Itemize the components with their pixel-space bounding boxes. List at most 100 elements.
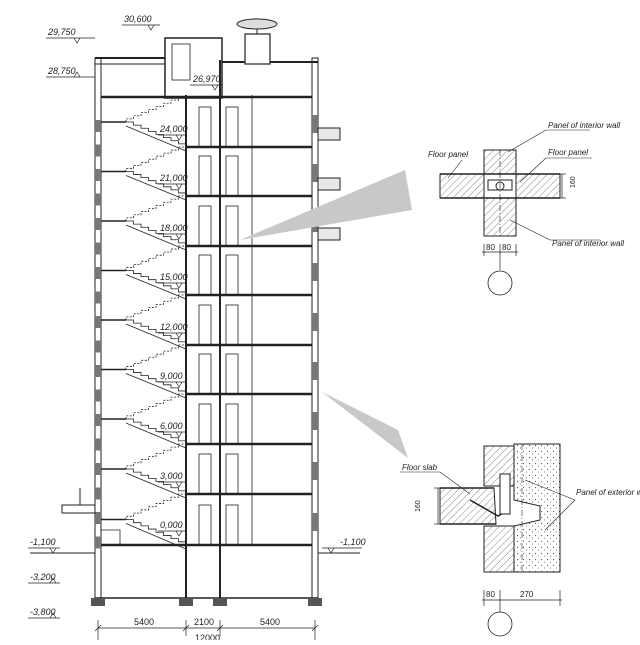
door xyxy=(225,504,239,546)
balcony xyxy=(317,177,341,191)
window xyxy=(95,169,101,181)
door xyxy=(225,254,239,296)
vent-shaft xyxy=(244,33,271,65)
window xyxy=(312,513,318,531)
dim-interior-b: 80 xyxy=(502,243,511,252)
level-floor-arrow xyxy=(175,233,183,240)
detail-exterior-joint xyxy=(400,443,576,637)
window xyxy=(95,340,101,353)
level-ground-left: -1,100 xyxy=(30,537,56,547)
door xyxy=(225,453,239,495)
dim-total: 12000 xyxy=(195,633,220,640)
level-top-ceiling: 26,970 xyxy=(192,74,221,84)
callout-wedge-exterior xyxy=(322,392,408,458)
stair-flight xyxy=(126,319,187,345)
stair-stringer xyxy=(125,125,187,152)
level-floor-arrow xyxy=(175,134,183,141)
stair-flight-upper xyxy=(125,344,186,370)
door xyxy=(225,106,239,148)
level-foundation: -3,800 xyxy=(30,607,56,617)
entrance-canopy xyxy=(61,504,96,514)
dim-span-3: 5400 xyxy=(260,617,280,627)
door xyxy=(198,453,212,495)
level-floor-6: 6,000 xyxy=(160,421,183,431)
dim-exterior-b: 270 xyxy=(520,590,534,599)
footing xyxy=(91,598,105,606)
stair-stringer xyxy=(125,422,187,449)
window xyxy=(95,365,101,377)
level-basement: -3,200 xyxy=(30,572,56,582)
stair-stringer xyxy=(125,224,187,251)
window xyxy=(312,362,318,380)
door xyxy=(198,254,212,296)
door xyxy=(225,205,239,247)
stair-stringer xyxy=(125,175,187,201)
stair-flight xyxy=(126,369,187,394)
window xyxy=(95,120,101,132)
stair-flight xyxy=(126,519,187,545)
stair-flight-upper xyxy=(125,294,186,320)
door xyxy=(198,106,212,148)
level-floor-2: 18,000 xyxy=(160,223,188,233)
window xyxy=(312,115,318,133)
axis-marker-interior xyxy=(487,270,513,296)
detail-interior-joint xyxy=(439,129,600,296)
level-parapet: 29,750 xyxy=(47,27,76,37)
stair-flight xyxy=(126,270,187,295)
window xyxy=(95,512,101,524)
door xyxy=(198,353,212,395)
building-section xyxy=(30,18,360,606)
level-floor-arrow xyxy=(175,332,183,339)
window xyxy=(95,414,101,426)
door xyxy=(225,304,239,346)
door xyxy=(198,403,212,445)
door xyxy=(198,155,212,197)
door xyxy=(198,304,212,346)
dim-interior-height: 160 xyxy=(570,176,577,188)
level-floor-3: 15,000 xyxy=(160,272,188,282)
label-floor-slab: Floor slab xyxy=(402,463,438,472)
stair-stringer xyxy=(125,472,187,499)
level-floor-arrow xyxy=(175,530,183,537)
label-floor-panel-right: Floor panel xyxy=(548,148,588,157)
stair-stringer xyxy=(125,323,187,350)
window xyxy=(95,267,101,279)
headhouse-door xyxy=(171,43,191,81)
window xyxy=(95,487,101,500)
window xyxy=(312,263,318,281)
doors xyxy=(198,106,239,546)
footing xyxy=(213,598,227,606)
level-ground-right: -1,100 xyxy=(340,537,366,547)
vent-cap xyxy=(236,18,278,30)
label-panel-exterior: Panel of exterior wall xyxy=(576,488,640,497)
dim-span-2: 2100 xyxy=(194,617,214,627)
window xyxy=(95,389,101,402)
window xyxy=(95,144,101,157)
stair-flight-upper xyxy=(125,393,186,419)
dimension-line: 5400 2100 5400 12000 xyxy=(94,617,319,643)
left-windows xyxy=(95,120,101,549)
stair-flight-upper xyxy=(125,493,186,520)
dim-span-1: 5400 xyxy=(134,617,154,627)
stair-flight-upper xyxy=(125,146,186,172)
level-floor-arrow xyxy=(175,481,183,488)
level-floor-8: 0,000 xyxy=(160,520,183,530)
window xyxy=(312,164,318,182)
stair-flights xyxy=(101,96,187,550)
footing xyxy=(179,598,193,606)
level-floor-7: 3,000 xyxy=(160,471,183,481)
door xyxy=(225,155,239,197)
balcony xyxy=(317,127,341,141)
window xyxy=(312,313,318,331)
level-floor-arrow xyxy=(175,381,183,388)
label-panel-interior-bottom: Panel of interior wall xyxy=(552,239,624,248)
stair-flight-upper xyxy=(125,245,186,271)
window xyxy=(95,438,101,451)
door xyxy=(198,504,212,546)
door xyxy=(198,205,212,247)
door xyxy=(225,403,239,445)
level-floor-4: 12,000 xyxy=(160,322,188,332)
stair-flight-upper xyxy=(125,96,186,122)
